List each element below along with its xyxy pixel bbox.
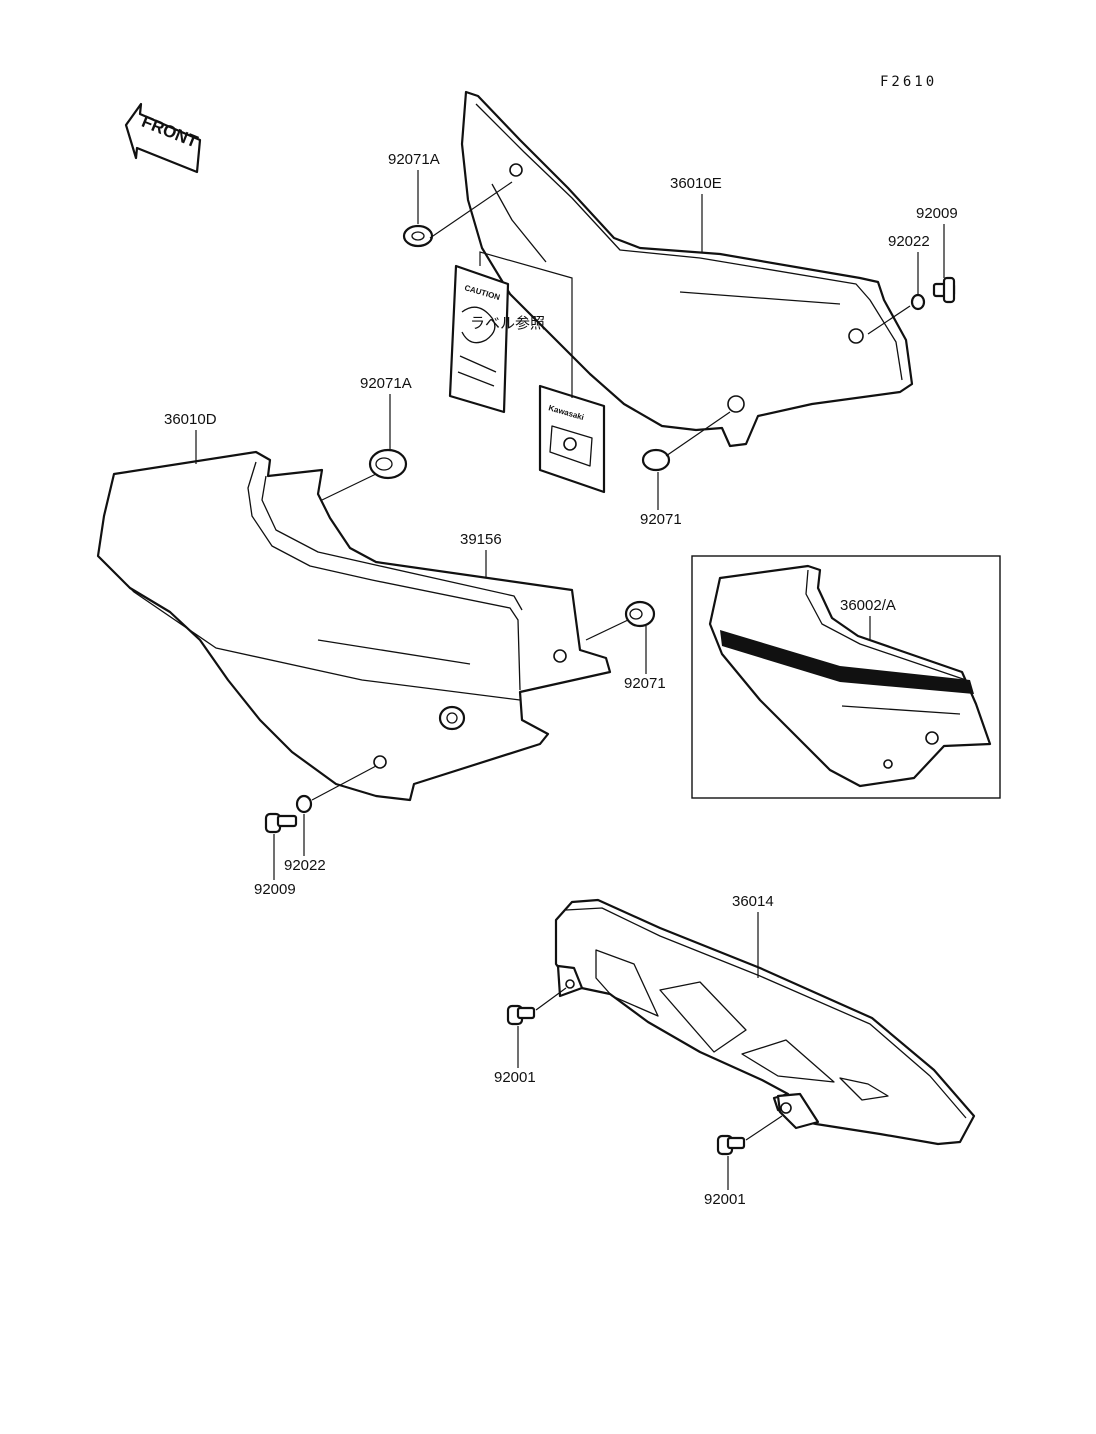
label-reference-jp: ラベル参照 bbox=[470, 314, 545, 332]
figure-code: F2610 bbox=[880, 74, 937, 90]
washer-92022-top bbox=[910, 293, 926, 311]
side-cover-right-36010E bbox=[460, 90, 914, 448]
bolt-92001-right bbox=[716, 1134, 746, 1156]
side-cover-left-36010D bbox=[96, 450, 612, 802]
label-36002A: 36002/A bbox=[840, 597, 896, 614]
label-92009-bottom: 92009 bbox=[254, 881, 296, 898]
grommet-92071A-mid bbox=[368, 448, 408, 480]
decal-kawasaki: Kawasaki bbox=[538, 384, 606, 494]
label-39156: 39156 bbox=[460, 531, 502, 548]
label-92071-top: 92071 bbox=[640, 511, 682, 528]
bolt-92001-left bbox=[506, 1004, 536, 1026]
label-92022-top: 92022 bbox=[888, 233, 930, 250]
inset-box-36002A bbox=[691, 555, 1001, 799]
label-92071-mid: 92071 bbox=[624, 675, 666, 692]
washer-92022-bottom bbox=[295, 794, 313, 814]
label-92071A-top: 92071A bbox=[388, 151, 440, 168]
label-36010E: 36010E bbox=[670, 175, 722, 192]
front-arrow-icon: FRONT bbox=[124, 102, 202, 174]
grommet-92071A-top bbox=[402, 224, 434, 248]
label-36014: 36014 bbox=[732, 893, 774, 910]
label-92009-top: 92009 bbox=[916, 205, 958, 222]
label-92001-left: 92001 bbox=[494, 1069, 536, 1086]
label-92071A-mid: 92071A bbox=[360, 375, 412, 392]
grommet-92071-mid bbox=[624, 600, 656, 628]
label-92001-right: 92001 bbox=[704, 1191, 746, 1208]
label-36010D: 36010D bbox=[164, 411, 217, 428]
label-92022-bottom: 92022 bbox=[284, 857, 326, 874]
decal-caution: CAUTION bbox=[448, 264, 510, 414]
bolt-92009-bottom bbox=[264, 812, 298, 834]
grommet-92071-top bbox=[641, 448, 671, 472]
bolt-92009-top bbox=[932, 276, 956, 304]
chain-guard-36014 bbox=[554, 898, 976, 1146]
